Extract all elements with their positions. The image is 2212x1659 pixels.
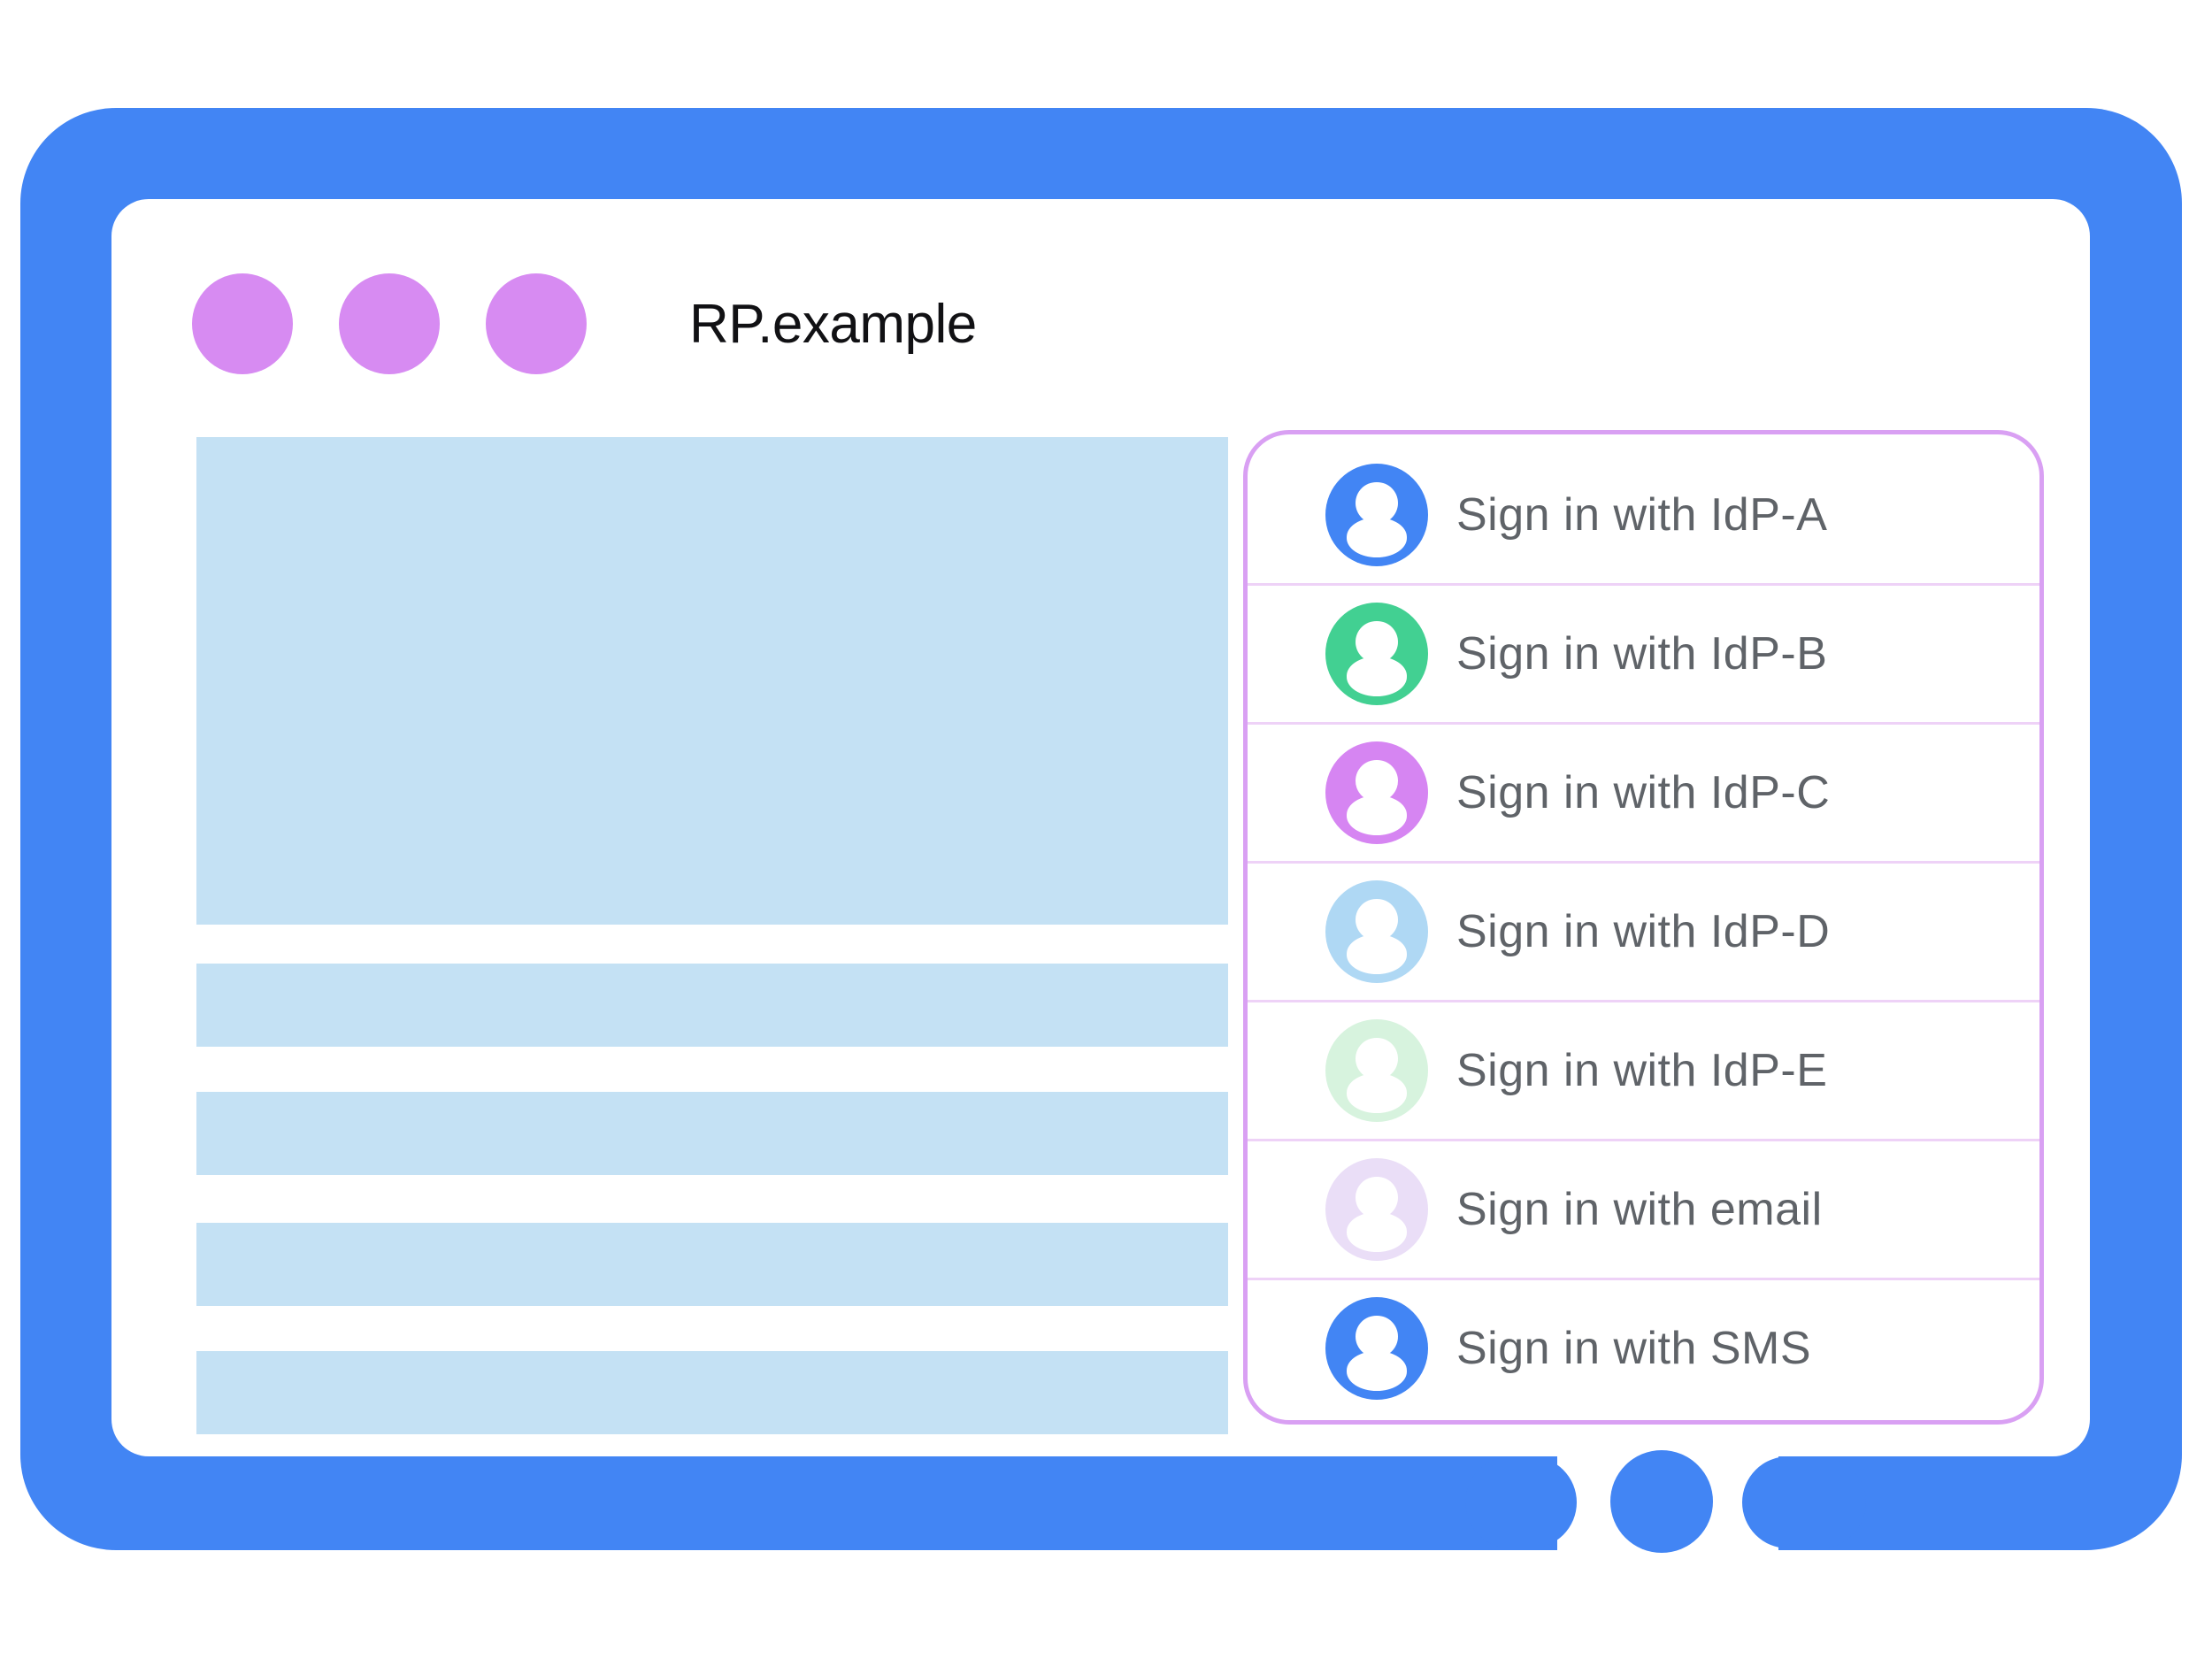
content-placeholder-line [196, 1092, 1228, 1175]
person-avatar-icon [1325, 1297, 1428, 1400]
divider [1248, 583, 2039, 586]
signin-dialog: Sign in with IdP-A Sign in with IdP-B Si… [1243, 430, 2044, 1425]
signin-option-label: Sign in with IdP-D [1456, 906, 1831, 957]
divider [1248, 861, 2039, 864]
content-placeholder-hero [196, 437, 1228, 925]
person-avatar-icon [1325, 880, 1428, 983]
person-avatar-icon [1325, 1019, 1428, 1122]
signin-option-idp-d[interactable]: Sign in with IdP-D [1248, 864, 2039, 1000]
bottom-band-left-cap [1465, 1456, 1577, 1548]
divider [1248, 1139, 2039, 1141]
signin-option-label: Sign in with IdP-A [1456, 489, 1828, 541]
signin-option-sms[interactable]: Sign in with SMS [1248, 1280, 2039, 1417]
signin-option-label: Sign in with email [1456, 1184, 1823, 1235]
page-title: RP.example [689, 293, 977, 355]
divider [1248, 722, 2039, 725]
signin-option-label: Sign in with IdP-E [1456, 1045, 1828, 1096]
signin-option-email[interactable]: Sign in with email [1248, 1141, 2039, 1278]
signin-option-label: Sign in with IdP-B [1456, 628, 1828, 680]
window-control-dot[interactable] [339, 273, 440, 374]
signin-option-idp-e[interactable]: Sign in with IdP-E [1248, 1002, 2039, 1139]
bottom-band-right-cap [1742, 1456, 1866, 1548]
signin-option-label: Sign in with IdP-C [1456, 767, 1831, 818]
content-placeholder-line [196, 1223, 1228, 1306]
titlebar: RP.example [192, 273, 977, 375]
content-placeholder-line [196, 964, 1228, 1047]
signin-option-idp-b[interactable]: Sign in with IdP-B [1248, 586, 2039, 722]
content-placeholder-line [196, 1351, 1228, 1434]
window-control-dot[interactable] [192, 273, 293, 374]
window-control-dot[interactable] [486, 273, 587, 374]
divider [1248, 1278, 2039, 1280]
person-avatar-icon [1325, 603, 1428, 705]
home-button[interactable] [1610, 1450, 1713, 1553]
person-avatar-icon [1325, 741, 1428, 844]
signin-option-idp-c[interactable]: Sign in with IdP-C [1248, 725, 2039, 861]
person-avatar-icon [1325, 1158, 1428, 1261]
person-avatar-icon [1325, 464, 1428, 566]
signin-option-label: Sign in with SMS [1456, 1323, 1812, 1374]
divider [1248, 1000, 2039, 1002]
signin-option-idp-a[interactable]: Sign in with IdP-A [1248, 447, 2039, 583]
